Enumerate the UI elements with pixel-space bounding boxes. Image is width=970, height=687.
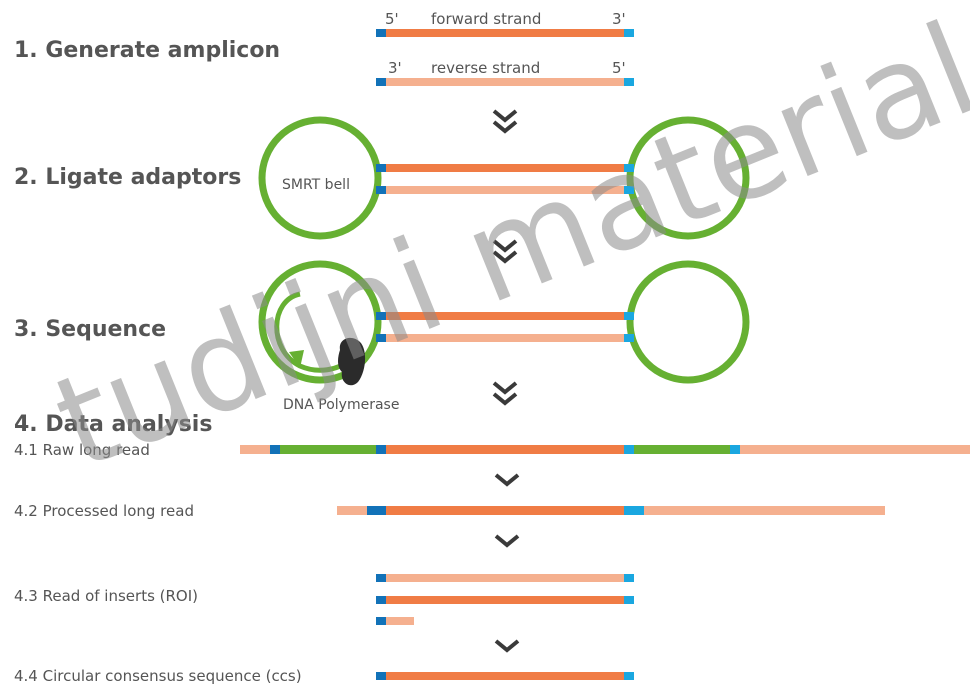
double-chevron-down-icon — [492, 109, 518, 134]
roi-segment — [376, 596, 386, 604]
raw-read-segment — [634, 445, 730, 454]
step-3-sequence: DNA Polymerase — [258, 260, 750, 413]
raw-read-segment — [740, 445, 970, 454]
polymerase-icon — [338, 337, 366, 386]
double-chevron-down-icon — [492, 381, 518, 406]
smrt-bell-right-loop-seq — [626, 260, 750, 384]
reverse-5prime-label: 5' — [612, 59, 626, 77]
read-of-inserts — [376, 574, 634, 625]
adaptor-left-fwd-1 — [376, 29, 386, 37]
adaptor-right-rev-2 — [624, 186, 634, 194]
substep-4-1-label: 4.1 Raw long read — [14, 441, 150, 459]
processed-read-segment — [644, 506, 885, 515]
nascent-strand — [274, 291, 352, 373]
raw-long-read — [240, 445, 970, 454]
roi-segment — [624, 596, 634, 604]
double-chevron-down-icon — [492, 239, 518, 264]
ccs-segment — [376, 672, 386, 680]
processed-read-segment — [624, 506, 644, 515]
adaptor-right-fwd-3 — [624, 312, 634, 320]
adaptor-left-rev-1 — [376, 78, 386, 86]
ccs-segment — [624, 672, 634, 680]
substep-4-2-label: 4.2 Processed long read — [14, 502, 194, 520]
adaptor-right-rev-1 — [624, 78, 634, 86]
polymerase-label: DNA Polymerase — [283, 397, 399, 413]
adaptor-right-rev-3 — [624, 334, 634, 342]
forward-strand-ligated — [386, 164, 624, 172]
raw-read-segment — [624, 445, 634, 454]
reverse-3prime-label: 3' — [388, 59, 402, 77]
step-1-label: 1. Generate amplicon — [14, 38, 280, 63]
chevron-down-icon — [494, 534, 520, 548]
ccs-segment — [386, 672, 624, 680]
smrt-bell-left-loop-seq — [258, 260, 382, 384]
forward-5prime-label: 5' — [385, 10, 399, 28]
forward-strand — [386, 29, 624, 37]
smrt-bell-left-loop — [258, 116, 382, 240]
raw-read-segment — [270, 445, 280, 454]
reverse-strand-label: reverse strand — [431, 59, 540, 77]
raw-read-segment — [376, 445, 386, 454]
reverse-strand — [386, 78, 624, 86]
roi-segment — [376, 574, 386, 582]
processed-read-segment — [337, 506, 367, 515]
roi-segment — [624, 574, 634, 582]
processed-read-segment — [386, 506, 624, 515]
roi-segment — [386, 574, 624, 582]
step-4-label: 4. Data analysis — [14, 412, 212, 437]
chevron-down-icon — [494, 473, 520, 487]
roi-segment — [386, 596, 624, 604]
processed-long-read — [337, 506, 885, 515]
raw-read-segment — [730, 445, 740, 454]
adaptor-left-fwd-2 — [376, 164, 386, 172]
forward-strand-label: forward strand — [431, 10, 541, 28]
adaptor-right-fwd-2 — [624, 164, 634, 172]
chevron-down-icon — [494, 639, 520, 653]
circular-consensus-sequence — [376, 672, 634, 680]
step-2-smrt-bell: SMRT bell — [258, 116, 750, 240]
reverse-strand-seq — [386, 334, 624, 342]
adaptor-left-rev-2 — [376, 186, 386, 194]
adaptor-left-rev-3 — [376, 334, 386, 342]
raw-read-segment — [280, 445, 376, 454]
processed-read-segment — [367, 506, 386, 515]
nascent-strand-arrowhead-icon — [289, 350, 304, 368]
substep-4-4-label: 4.4 Circular consensus sequence (ccs) — [14, 667, 302, 685]
smrt-bell-label: SMRT bell — [282, 177, 350, 193]
step-1-amplicon: 5' forward strand 3' 3' reverse strand 5… — [376, 10, 634, 86]
reverse-strand-ligated — [386, 186, 624, 194]
step-2-label: 2. Ligate adaptors — [14, 165, 241, 190]
roi-segment — [376, 617, 386, 625]
adaptor-right-fwd-1 — [624, 29, 634, 37]
raw-read-segment — [386, 445, 624, 454]
step-3-label: 3. Sequence — [14, 317, 166, 342]
forward-strand-seq — [386, 312, 624, 320]
roi-segment — [386, 617, 414, 625]
raw-read-segment — [240, 445, 270, 454]
substep-4-3-label: 4.3 Read of inserts (ROI) — [14, 587, 198, 605]
smrt-bell-right-loop — [626, 116, 750, 240]
forward-3prime-label: 3' — [612, 10, 626, 28]
adaptor-left-fwd-3 — [376, 312, 386, 320]
